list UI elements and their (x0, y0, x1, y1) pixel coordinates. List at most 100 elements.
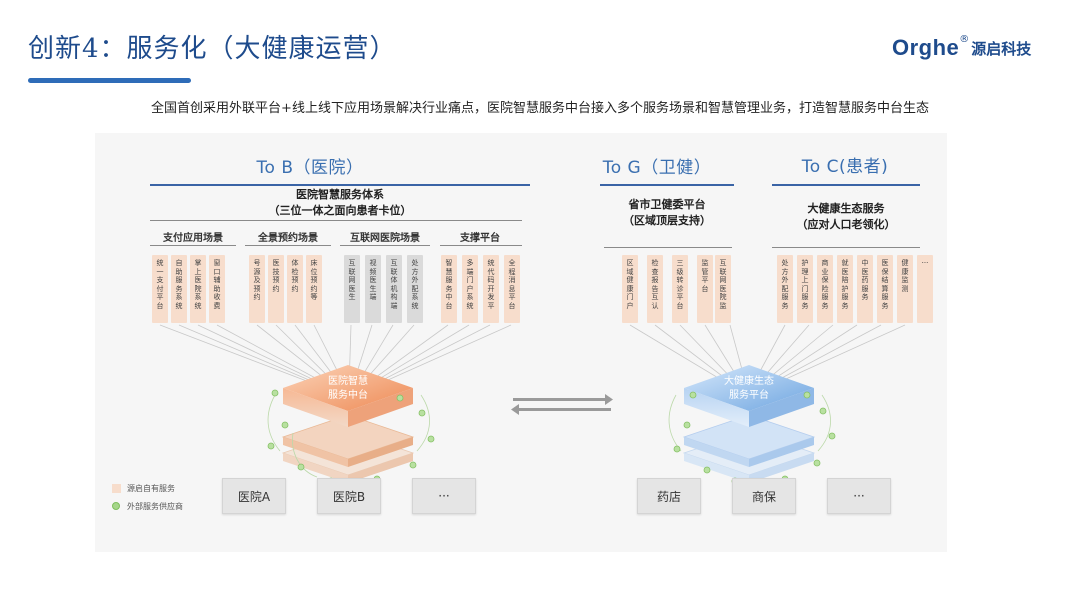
toc-item-text: 护理上门服务 (801, 259, 809, 310)
entity-toc-more: ··· (827, 478, 891, 514)
toc-item-box (777, 255, 793, 323)
toc-item-box (857, 255, 873, 323)
tob-platform-graphic (281, 365, 415, 483)
tob-heading: To B（医院） (256, 158, 364, 178)
tob-item-box (268, 255, 284, 323)
tog-item-box (672, 255, 688, 323)
tog-item-text: 互联网医院监 (719, 259, 727, 310)
toc-heading: To C(患者) (801, 157, 889, 177)
toc-item-text: 中医药服务 (861, 259, 869, 301)
tob-item-text: 统代码开发平 (487, 259, 495, 310)
toc-item-text: ··· (921, 259, 929, 267)
toc-heading-line (772, 184, 920, 186)
toc-item-text: 商业保险服务 (821, 259, 829, 310)
tob-item-text: 床位预约等 (310, 259, 318, 301)
tob-item-text: 视频医生端 (369, 259, 377, 301)
tob-item-text: 互联体机构端 (390, 259, 398, 310)
tog-heading-line (600, 184, 734, 186)
tob-item-box (152, 255, 168, 323)
toc-divider (772, 247, 920, 248)
tob-item-text: 体检预约 (291, 259, 299, 293)
logo-chinese-name: 源启科技 (971, 39, 1032, 58)
diagram-panel: To B（医院） 医院智慧服务体系 （三位一体之面向患者卡位） 支付应用场景 全… (95, 133, 947, 552)
tog-item-text: 检查报告互认 (651, 259, 659, 310)
tob-system-title-line1: 医院智慧服务体系 (296, 188, 384, 201)
tob-item-text: 自助服务系统 (175, 259, 183, 310)
toc-platform-label-line1: 大健康生态 (724, 376, 774, 387)
toc-item-box (897, 255, 913, 323)
tob-item-text: 医技预约 (272, 259, 280, 293)
tog-item-text: 区域健康门户 (626, 259, 634, 310)
toc-title: 大健康生态服务 （应对人口老领化） (767, 201, 925, 233)
tob-item-text: 智慧服务中台 (445, 259, 453, 310)
toc-title-line1: 大健康生态服务 (807, 202, 885, 215)
tob-group-1-label: 全景预约场景 (258, 233, 318, 244)
entity-insurance: 商保 (732, 478, 796, 514)
company-logo: Orghe ® 源启科技 (892, 33, 1032, 61)
tog-title-line1: 省市卫健委平台 (628, 198, 706, 211)
legend-own-service-label: 源启自有服务 (127, 484, 175, 493)
toc-title-line2: （应对人口老领化） (796, 218, 896, 231)
tog-item-box (715, 255, 731, 323)
tob-item-box (365, 255, 381, 323)
tog-item-box (622, 255, 638, 323)
tob-platform-label-line1: 医院智慧 (328, 376, 368, 387)
tob-item-box (249, 255, 265, 323)
tob-system-title-line2: （三位一体之面向患者卡位） (268, 204, 412, 217)
toc-item-text: 医保结算服务 (881, 259, 889, 310)
tog-item-box (697, 255, 713, 323)
tog-heading: To G（卫健） (602, 158, 712, 178)
toc-item-box (837, 255, 853, 323)
tob-platform-label: 医院智慧 服务中台 (298, 375, 398, 403)
tog-item-box (647, 255, 663, 323)
legend-external-service-label: 外部服务供应商 (127, 502, 183, 511)
toc-item-box (817, 255, 833, 323)
tob-item-text: 处方外配系统 (411, 259, 419, 310)
tog-divider (604, 247, 732, 248)
tob-item-box (287, 255, 303, 323)
tog-item-text: 监管平台 (701, 259, 709, 293)
tob-system-title: 医院智慧服务体系 （三位一体之面向患者卡位） (150, 187, 530, 219)
connection-graphics (159, 324, 906, 485)
tob-group-0-line (150, 245, 236, 246)
tob-heading-line (150, 184, 530, 186)
entity-hospital-b: 医院B (317, 478, 381, 514)
tob-divider (150, 220, 522, 221)
tob-item-box (344, 255, 360, 323)
tob-item-box (407, 255, 423, 323)
logo-registered-mark: ® (959, 33, 970, 45)
legend-external-service-dot (112, 502, 120, 510)
tob-item-box (483, 255, 499, 323)
legend-own-service-swatch (112, 484, 121, 493)
toc-item-text: 健康监测 (901, 259, 909, 293)
tob-item-box (171, 255, 187, 323)
exchange-arrows-icon (511, 394, 613, 415)
tob-group-3-label: 支撑平台 (460, 233, 500, 244)
tob-item-box (462, 255, 478, 323)
tob-curves (267, 394, 430, 478)
entity-tob-more: ··· (412, 478, 476, 514)
tob-item-box (504, 255, 520, 323)
tob-item-text: 全程消息平台 (508, 259, 516, 310)
tob-platform-label-line2: 服务中台 (328, 390, 368, 401)
tob-item-box (306, 255, 322, 323)
toc-platform-graphic (682, 365, 816, 483)
tob-group-2-line (340, 245, 430, 246)
tob-item-box (190, 255, 206, 323)
toc-item-box (917, 255, 933, 323)
toc-item-box (797, 255, 813, 323)
tob-item-box (386, 255, 402, 323)
tog-title-line2: （区域顶层支持） (623, 214, 711, 227)
entity-hospital-a: 医院A (222, 478, 286, 514)
tog-item-text: 三级转诊平台 (676, 259, 684, 310)
tob-group-2-label: 互联网医院场景 (350, 233, 420, 244)
tob-item-text: 统一支付平台 (156, 259, 164, 310)
toc-item-text: 就医陪护服务 (841, 259, 849, 310)
tob-item-box (441, 255, 457, 323)
page-title: 创新4：服务化（大健康运营） (28, 34, 397, 64)
tob-item-text: 窗口辅助收费 (213, 259, 221, 310)
tog-title: 省市卫健委平台 （区域顶层支持） (595, 197, 739, 229)
tob-item-text: 号源及预约 (253, 259, 261, 301)
toc-platform-label-line2: 服务平台 (729, 390, 769, 401)
